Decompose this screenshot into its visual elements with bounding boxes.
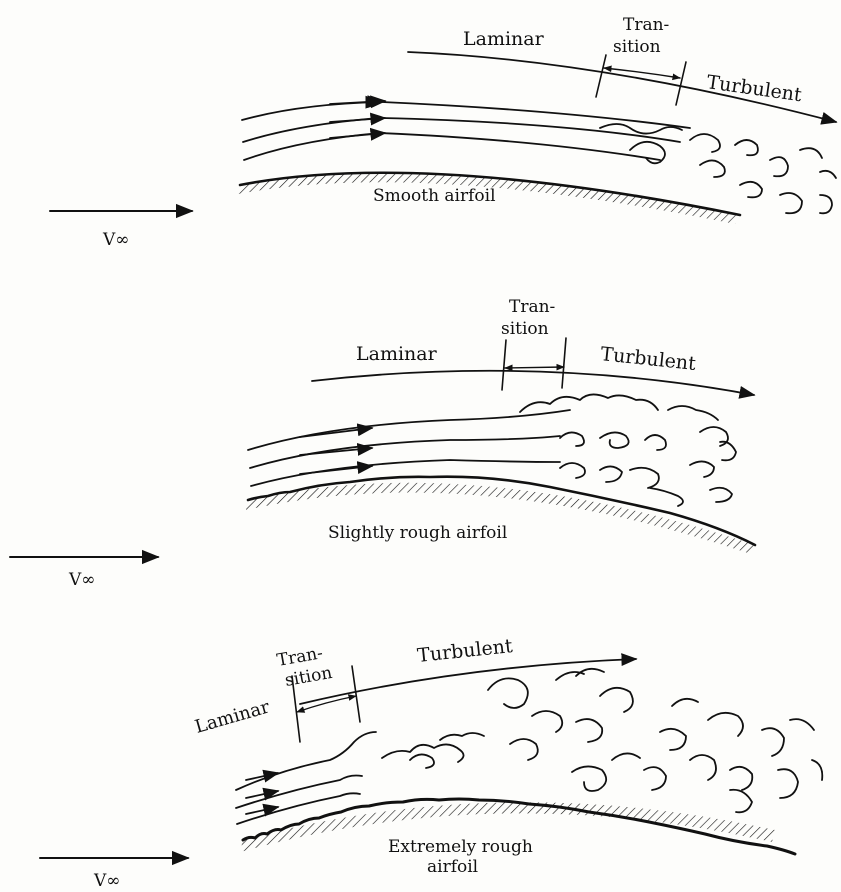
panel-extremely-rough: Laminar Tran- sition Turbulent Extremely… [40, 635, 822, 891]
transition-end-tick-smooth [676, 62, 686, 105]
laminar-label-extremely-rough: Laminar [193, 696, 273, 737]
transition-start-tick-smooth [596, 55, 606, 97]
transition-end-tick-slightly-rough [562, 338, 566, 388]
surface-label-extremely-rough-2: airfoil [427, 857, 478, 877]
laminar-label-smooth: Laminar [463, 28, 545, 50]
turbulent-label-slightly-rough: Turbulent [599, 343, 697, 375]
panel-slightly-rough: Laminar Tran- sition Turbulent Slightly … [10, 297, 755, 590]
surface-label-extremely-rough-1: Extremely rough [388, 837, 533, 857]
surface-label-smooth: Smooth airfoil [373, 186, 496, 206]
streamlines-slightly-rough [248, 410, 570, 486]
transition-start-tick-slightly-rough [502, 340, 506, 390]
transition-label-slightly-rough-2: sition [501, 319, 549, 339]
eddies-extremely-rough [382, 669, 822, 812]
streamlines-extremely-rough [236, 732, 376, 824]
velocity-label-smooth: V∞ [102, 230, 129, 250]
transition-label-slightly-rough-1: Tran- [509, 297, 555, 317]
turbulent-label-extremely-rough: Turbulent [416, 635, 514, 667]
transition-end-tick-extremely-rough [352, 666, 360, 722]
laminar-label-slightly-rough: Laminar [356, 343, 438, 365]
transition-label-smooth-2: sition [613, 37, 661, 57]
transition-label-smooth-1: Tran- [623, 15, 669, 35]
velocity-label-slightly-rough: V∞ [68, 570, 95, 590]
surface-label-slightly-rough: Slightly rough airfoil [328, 523, 507, 543]
eddies-slightly-rough [520, 394, 736, 506]
velocity-label-extremely-rough: V∞ [93, 871, 120, 891]
region-arrow-slightly-rough [312, 371, 754, 395]
panel-smooth: Laminar Tran- sition Turbulent Smooth ai… [50, 15, 836, 250]
streamlines-smooth [242, 101, 690, 160]
